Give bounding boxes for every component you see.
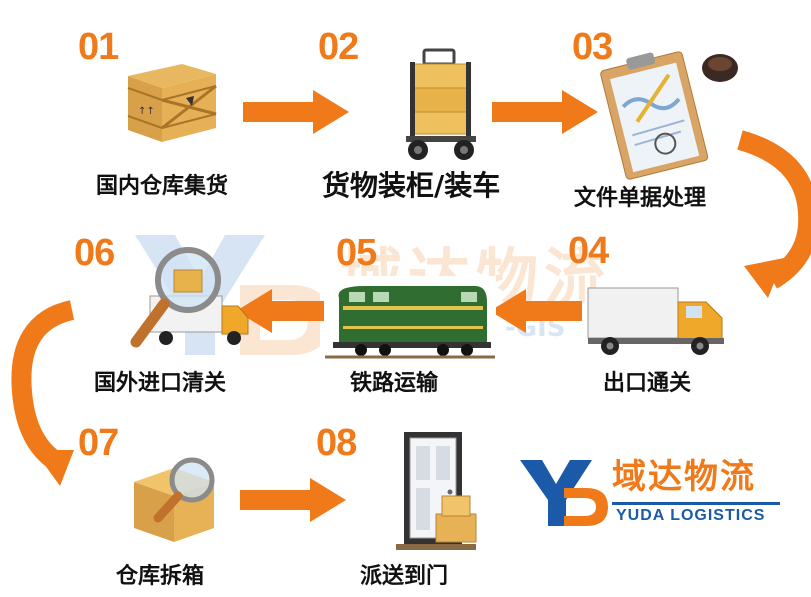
- step-number-05: 05: [336, 232, 377, 274]
- curved-arrow-down-icon: [11, 300, 75, 486]
- yd-logo-mark: [520, 460, 608, 526]
- arrow-right-icon: [240, 478, 346, 522]
- step-label-07: 仓库拆箱: [116, 564, 205, 589]
- step-label-06: 国外进口清关: [94, 371, 227, 396]
- step-label-08: 派送到门: [360, 564, 449, 589]
- curved-arrow-down-icon: [737, 130, 811, 298]
- delivery-truck-icon: [587, 287, 724, 355]
- step-number-07: 07: [78, 422, 119, 464]
- door-parcels-icon: [396, 432, 477, 550]
- magnifier-box-icon: [134, 457, 215, 542]
- arrow-right-icon: [492, 90, 598, 134]
- step-label-04: 出口通关: [603, 371, 692, 396]
- step-number-06: 06: [74, 232, 115, 274]
- logo: 域达物流 YUDA LOGISTICS: [520, 458, 782, 530]
- hand-truck-icon: [406, 48, 476, 160]
- step-number-02: 02: [318, 26, 359, 68]
- clipboard-icon: [600, 51, 738, 180]
- arrow-left-icon: [490, 289, 582, 333]
- arrow-right-icon: [243, 90, 349, 134]
- logo-cn: 域达物流: [612, 457, 756, 497]
- logo-underline: [612, 502, 780, 505]
- step-label-02: 货物装柜/装车: [322, 169, 501, 202]
- step-label-05: 铁路运输: [350, 371, 439, 396]
- step-number-08: 08: [316, 422, 357, 464]
- svg-text:↑↑: ↑↑: [138, 106, 155, 117]
- wooden-crate-icon: ↑↑: [127, 64, 217, 142]
- step-label-03: 文件单据处理: [574, 186, 707, 211]
- step-number-04: 04: [568, 230, 609, 272]
- train-icon: [325, 286, 495, 359]
- step-label-01: 国内仓库集货: [96, 174, 229, 199]
- step-number-01: 01: [78, 26, 119, 68]
- step-number-03: 03: [572, 26, 613, 68]
- magnifier-truck-icon: [130, 247, 249, 348]
- arrow-left-icon: [236, 289, 324, 333]
- logo-en: YUDA LOGISTICS: [616, 507, 766, 524]
